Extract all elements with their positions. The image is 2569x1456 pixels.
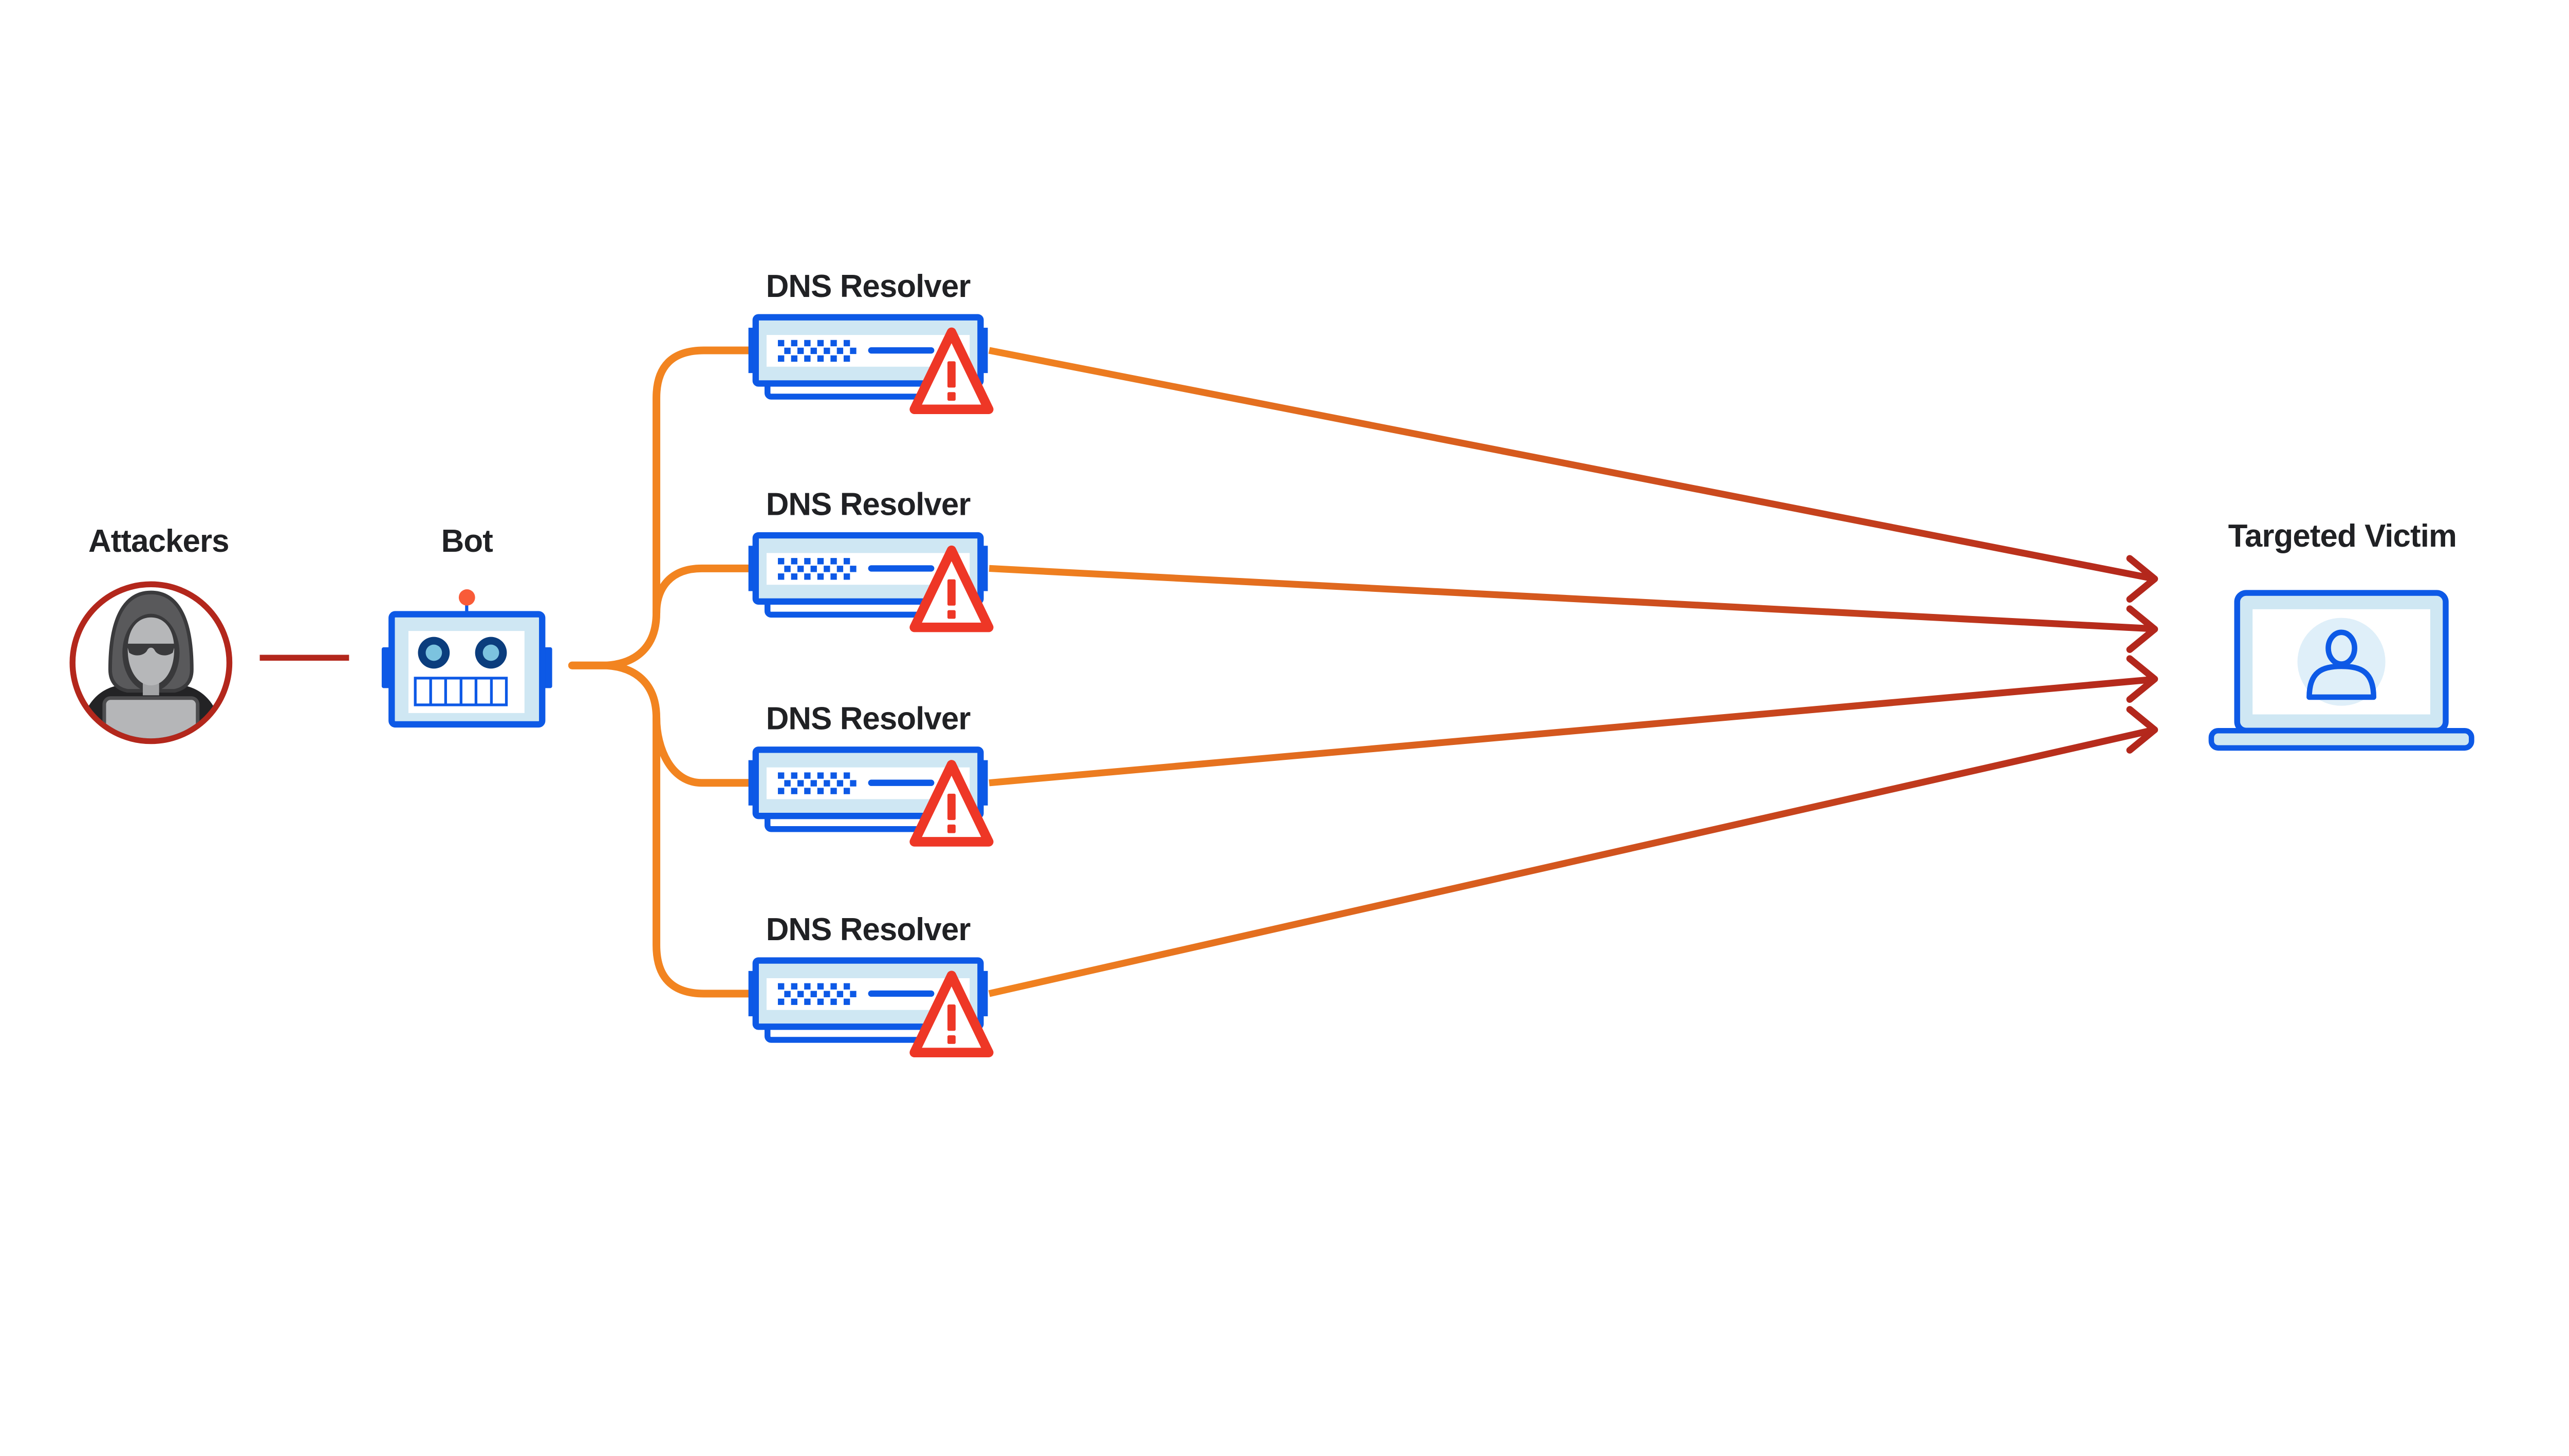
edge-bot-to-resolver-2 xyxy=(653,564,753,617)
edge-resolver-4-to-victim xyxy=(988,726,2153,997)
dns-resolver-label: DNS Resolver xyxy=(766,912,971,947)
dns-resolver-node-1: DNS Resolver xyxy=(749,269,989,409)
edge-bot-to-resolver-4 xyxy=(568,661,753,998)
victim-node: Targeted Victim xyxy=(2208,518,2474,751)
dns-server-icon xyxy=(749,961,989,1053)
laptop-user-icon xyxy=(2208,590,2474,751)
dns-resolver-label: DNS Resolver xyxy=(766,701,971,737)
bot-node: Bot xyxy=(381,524,552,728)
dns-server-icon xyxy=(749,318,989,409)
hooded-attacker-icon xyxy=(69,581,233,744)
edge-resolver-2-to-victim xyxy=(989,565,2153,632)
victim-label: Targeted Victim xyxy=(2228,518,2456,554)
arrowhead-icon xyxy=(2126,706,2158,754)
edge-resolver-3-to-victim xyxy=(989,676,2153,787)
dns-server-icon xyxy=(749,535,989,627)
attackers-label: Attackers xyxy=(88,524,229,559)
edge-bot-to-resolver-1 xyxy=(568,346,753,669)
arrowhead-icon xyxy=(2126,655,2158,703)
dns-resolver-label: DNS Resolver xyxy=(766,269,971,304)
edge-bot-to-resolver-3 xyxy=(653,714,753,787)
dns-server-icon xyxy=(749,750,989,842)
arrowhead-icon xyxy=(2126,605,2158,653)
edges-layer xyxy=(259,346,2158,998)
robot-icon xyxy=(381,589,552,728)
ddos-attack-diagram: Attackers Bot xyxy=(69,268,2474,1057)
dns-resolver-node-4: DNS Resolver xyxy=(749,912,989,1053)
dns-resolver-label: DNS Resolver xyxy=(766,487,971,522)
dns-resolver-node-3: DNS Resolver xyxy=(749,701,989,842)
dns-resolver-node-2: DNS Resolver xyxy=(749,487,989,627)
bot-label: Bot xyxy=(441,524,493,559)
edge-resolver-1-to-victim xyxy=(988,347,2153,582)
antenna-dot xyxy=(458,589,475,606)
attackers-node: Attackers xyxy=(69,524,233,744)
user-avatar-icon xyxy=(2306,629,2377,700)
arrowhead-icon xyxy=(2126,555,2158,603)
